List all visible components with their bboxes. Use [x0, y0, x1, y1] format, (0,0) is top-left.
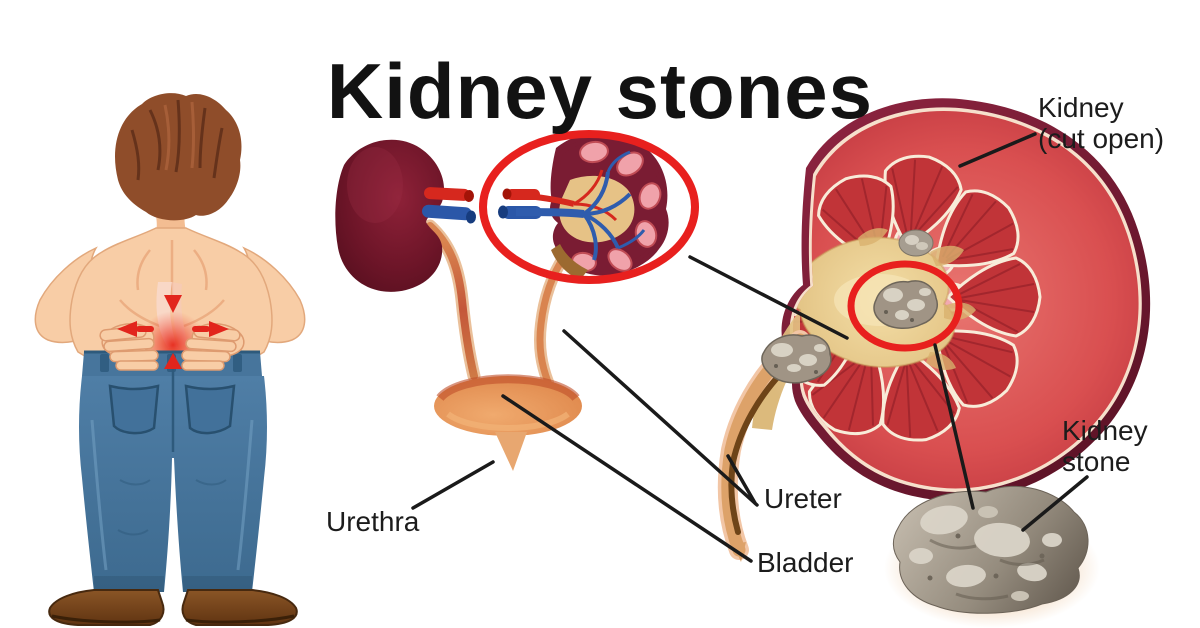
leader-kidney-cut-open [958, 132, 1037, 168]
shoes [48, 589, 298, 626]
bladder-shape [434, 374, 582, 471]
left-ureter-inner [426, 222, 478, 380]
urinary-system-diagram [335, 130, 699, 471]
leader-stone-to-stone [933, 343, 975, 510]
pelvis-stone [761, 334, 832, 384]
kidney-highlight [347, 147, 403, 223]
hair-strands-light [163, 101, 195, 171]
pain-arrow-right-icon [209, 321, 229, 337]
label-kidney-cut-open-line1: Kidney [1038, 92, 1124, 123]
right-ureter-inner [536, 250, 570, 386]
large-kidney-stone [884, 485, 1100, 628]
label-ureter: Ureter [764, 483, 842, 514]
pain-arrows [117, 295, 229, 369]
jeans [79, 350, 267, 592]
intact-kidney [335, 139, 445, 292]
leader-ureter-short [726, 454, 757, 505]
small-cut-kidney [498, 131, 669, 280]
page-title: Kidney stones [326, 47, 874, 136]
back-muscle-lines [119, 240, 225, 328]
intact-kidney-vessels [422, 187, 477, 224]
leader-ureter-long [562, 329, 759, 507]
person-with-back-pain [34, 93, 306, 626]
label-kidney-stone-line1: Kidney [1062, 415, 1148, 446]
leader-circle-to-pelvis [688, 255, 849, 340]
label-bladder: Bladder [757, 547, 854, 578]
label-kidney-cut-open: Kidney (cut open) [1038, 92, 1164, 154]
highlight-ring-small [479, 130, 699, 284]
pain-arrow-left-icon [117, 321, 137, 337]
label-kidney-stone: Kidney stone [1062, 415, 1148, 477]
leader-kidney-stone [1021, 475, 1089, 532]
label-urethra: Urethra [326, 506, 420, 537]
urethra-funnel [495, 432, 527, 471]
label-kidney-cut-open-line2: (cut open) [1038, 123, 1165, 154]
large-cut-kidney [717, 98, 1151, 562]
leader-urethra [411, 460, 495, 510]
leader-bladder [501, 394, 753, 563]
pain-arrow-up-icon [164, 353, 182, 369]
kidney-stones-inside [761, 229, 938, 384]
hair-strands-dark [130, 99, 224, 181]
leader-lines [411, 132, 1089, 563]
pain-arrow-down-icon [164, 295, 182, 313]
left-pocket [108, 384, 160, 435]
right-pocket [184, 384, 236, 435]
highlight-ring-large [847, 260, 963, 352]
label-kidney-stone-line2: stone [1062, 446, 1131, 477]
